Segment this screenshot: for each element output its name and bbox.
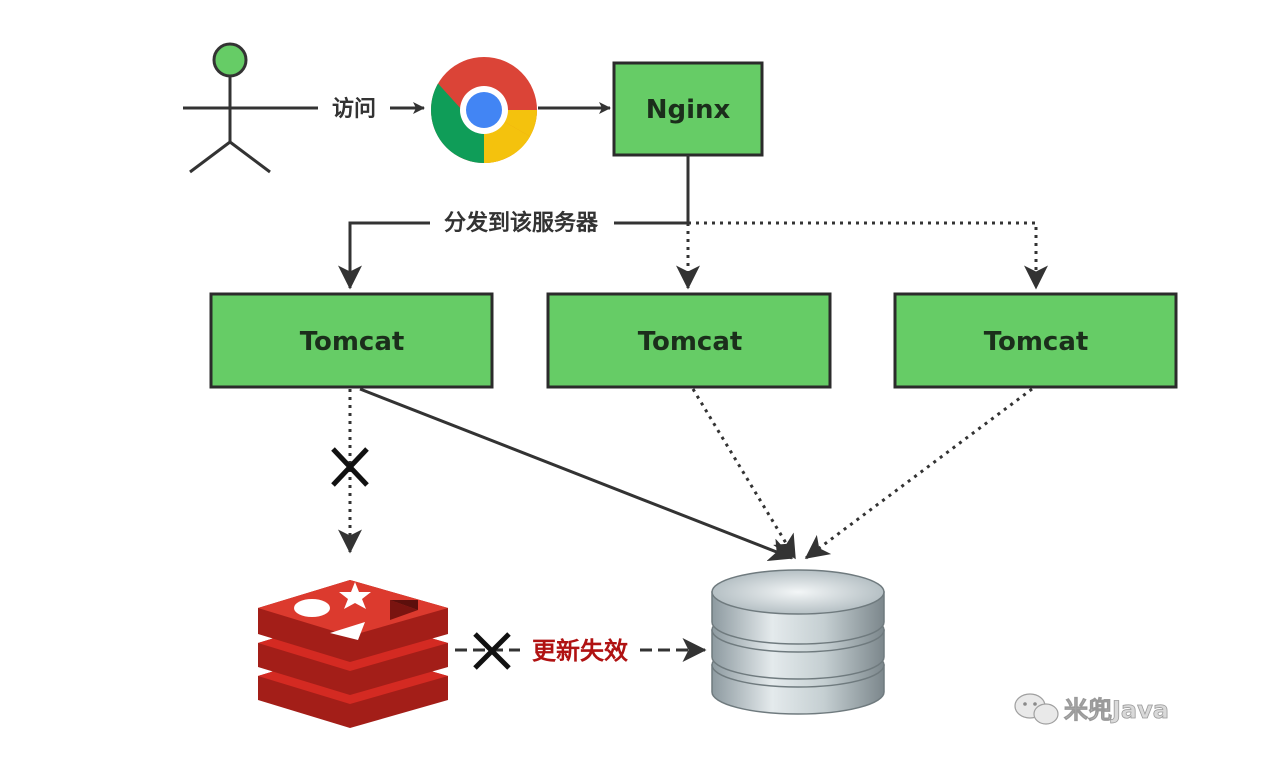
user-icon — [183, 42, 277, 174]
wechat-watermark-icon — [1014, 693, 1059, 725]
nginx-node: Nginx — [612, 61, 764, 157]
watermark-text: 米兜Java — [1064, 696, 1169, 724]
nginx-label: Nginx — [646, 95, 731, 125]
update-failed-label: 更新失效 — [532, 637, 628, 665]
tomcat-node-1: Tomcat — [209, 292, 494, 389]
edge-tomcat-1-to-database — [359, 387, 794, 561]
edge-nginx-to-tomcat-3 — [688, 221, 1048, 290]
visit-label: 访问 — [332, 96, 376, 122]
tomcat-node-3: Tomcat — [893, 292, 1178, 389]
update-failed-x-icon — [473, 632, 511, 670]
tomcat-2-label: Tomcat — [638, 327, 743, 357]
tomcat-3-label: Tomcat — [984, 327, 1089, 357]
database-icon — [711, 569, 885, 715]
dispatch-label: 分发到该服务器 — [444, 210, 599, 236]
redis-icon — [258, 580, 448, 728]
edge-tomcat-2-to-database — [691, 388, 797, 560]
blocked-x-icon — [331, 447, 369, 487]
chrome-browser-icon — [430, 57, 538, 164]
tomcat-node-2: Tomcat — [546, 292, 832, 389]
edge-tomcat-3-to-database — [804, 387, 1033, 560]
tomcat-1-label: Tomcat — [300, 327, 405, 357]
